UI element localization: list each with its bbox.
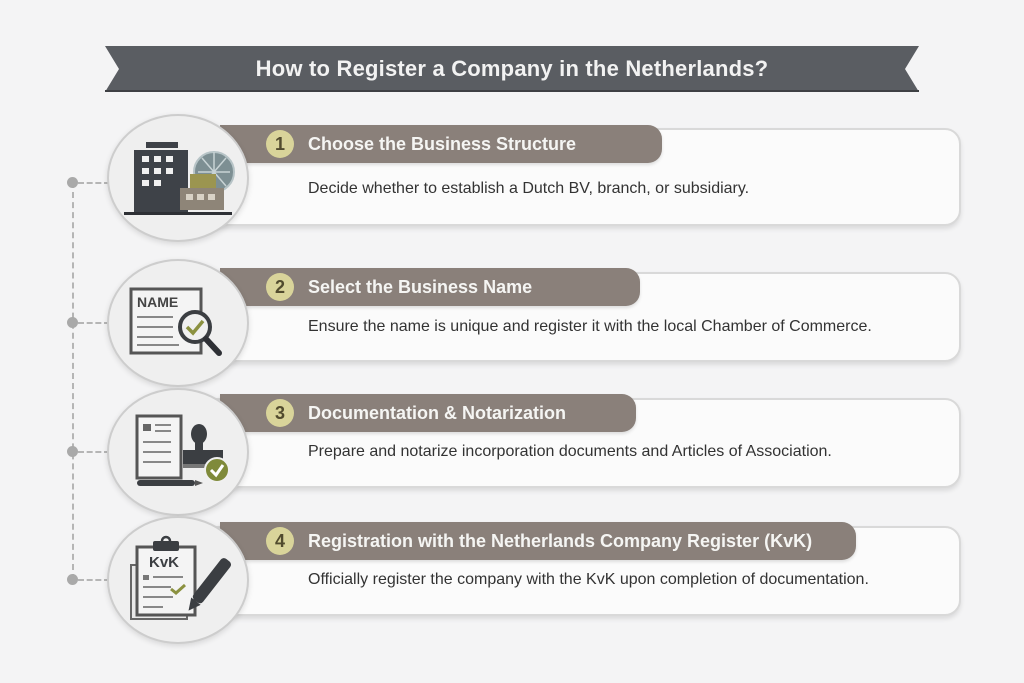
document-stamp-icon bbox=[135, 414, 230, 486]
icon-label: NAME bbox=[137, 294, 178, 310]
step-number-badge: 3 bbox=[266, 399, 294, 427]
buildings-globe-icon bbox=[124, 142, 235, 215]
step-title: Documentation & Notarization bbox=[308, 402, 567, 423]
timeline-branch bbox=[78, 579, 110, 581]
timeline-dot bbox=[67, 177, 78, 188]
step-icon-container: NAME bbox=[107, 259, 249, 387]
step-number-badge: 4 bbox=[266, 527, 294, 555]
kvk-clipboard-icon: KvK bbox=[130, 535, 232, 620]
step-title: Choose the Business Structure bbox=[308, 133, 577, 154]
timeline-dot bbox=[67, 574, 78, 585]
step-title: Registration with the Netherlands Compan… bbox=[308, 530, 813, 551]
step-icon-container: KvK bbox=[107, 516, 249, 644]
step-header: 2 Select the Business Name bbox=[220, 268, 640, 306]
name-search-icon: NAME bbox=[129, 287, 222, 356]
timeline-branch bbox=[78, 182, 110, 184]
timeline-dot bbox=[67, 446, 78, 457]
step-header: 3 Documentation & Notarization bbox=[220, 394, 636, 432]
icon-label: KvK bbox=[149, 554, 179, 571]
page-title: How to Register a Company in the Netherl… bbox=[255, 56, 769, 81]
step-description: Prepare and notarize incorporation docum… bbox=[308, 443, 832, 460]
step-description: Ensure the name is unique and register i… bbox=[308, 318, 872, 335]
title-banner: How to Register a Company in the Netherl… bbox=[105, 46, 919, 92]
step-description: Officially register the company with the… bbox=[308, 571, 869, 588]
timeline-branch bbox=[78, 451, 110, 453]
timeline-dot bbox=[67, 317, 78, 328]
step-header: 1 Choose the Business Structure bbox=[220, 125, 662, 163]
step-icon-container bbox=[107, 114, 249, 242]
step-title: Select the Business Name bbox=[308, 276, 533, 297]
ribbon-shape bbox=[105, 46, 919, 92]
step-header: 4 Registration with the Netherlands Comp… bbox=[220, 522, 856, 560]
step-icon-container bbox=[107, 388, 249, 516]
timeline-connector bbox=[72, 182, 74, 580]
step-description: Decide whether to establish a Dutch BV, … bbox=[308, 180, 750, 197]
step-number-badge: 2 bbox=[266, 273, 294, 301]
timeline-branch bbox=[78, 322, 110, 324]
step-number-badge: 1 bbox=[266, 130, 294, 158]
